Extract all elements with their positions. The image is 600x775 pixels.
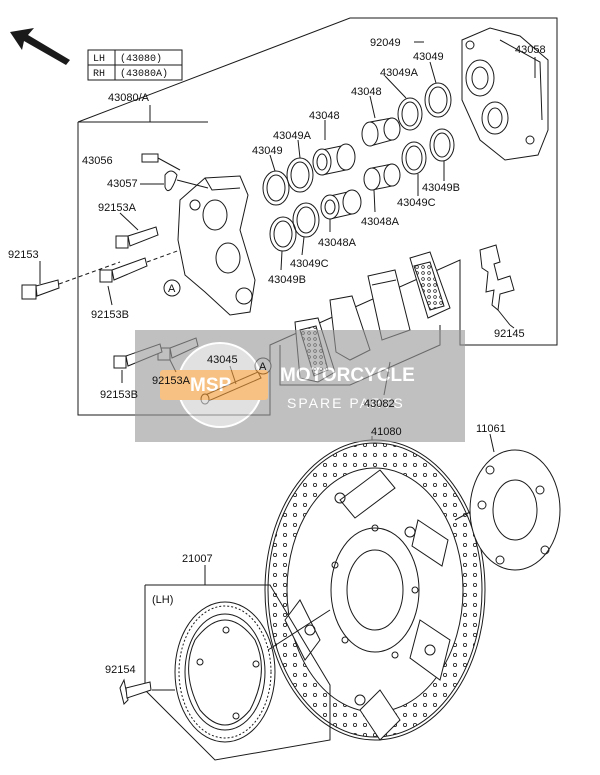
legend-rh-side: RH (93, 69, 105, 80)
label-92154: 92154 (105, 664, 136, 676)
legend-rh-code: (43080A) (120, 68, 168, 80)
label-ref-a2: A (259, 361, 267, 373)
label-ref-a1: A (168, 283, 176, 295)
caliper-left-half (177, 175, 256, 316)
piston-43048A-right (363, 163, 401, 191)
label-41080: 41080 (371, 426, 402, 438)
label-43049A-top: 43049A (380, 67, 419, 79)
bleed-valve-43056 (141, 153, 181, 171)
label-caliper-assy: 43080/A (108, 92, 150, 104)
label-43049A-mid: 43049A (273, 130, 312, 142)
label-43049B-mid: 43049B (268, 274, 306, 286)
label-21007: 21007 (182, 553, 213, 565)
label-43049C-right: 43049C (397, 197, 436, 209)
bolt-92153B-top (99, 249, 181, 283)
watermark: MSP MOTORCYCLE SPARE PARTS (135, 330, 465, 442)
legend-lh-side: LH (93, 54, 105, 65)
seal-43049-top (424, 82, 452, 118)
label-43049-mid: 43049 (252, 145, 283, 157)
watermark-line2: SPARE PARTS (287, 395, 405, 411)
watermark-logo-text: MSP (190, 375, 232, 396)
watermark-line1: MOTORCYCLE (280, 365, 415, 386)
label-ring-side: (LH) (152, 594, 173, 606)
bolt-92154 (119, 678, 152, 705)
label-92145: 92145 (494, 328, 525, 340)
label-11061: 11061 (476, 423, 506, 435)
piston-43048-top (361, 117, 401, 147)
shim-plate-11061 (454, 449, 561, 571)
seal-43049B-mid (269, 216, 297, 252)
seal-43049-mid (262, 170, 290, 206)
label-43048-mid: 43048 (309, 110, 340, 122)
label-92153A-bottom: 92153A (152, 375, 191, 387)
seal-43049C-mid (292, 202, 320, 238)
piston-43048-mid (312, 143, 356, 176)
piston-43048A-mid (320, 189, 362, 220)
label-43048A-mid: 43048A (318, 237, 357, 249)
label-92153A-top: 92153A (98, 202, 137, 214)
bolt-92153A-top (115, 226, 159, 249)
cap-43057 (164, 170, 209, 192)
watermark-logo-box (160, 370, 268, 400)
label-92153B-bottom: 92153B (100, 389, 138, 401)
seal-43049A-top (397, 97, 423, 131)
seal-43049B-right (429, 128, 455, 162)
pad-spring-92145 (479, 244, 515, 326)
label-92049: 92049 (370, 37, 401, 49)
caliper-right-half (461, 27, 549, 161)
direction-arrow-icon (10, 28, 70, 65)
brake-disc-41080 (264, 439, 486, 741)
label-92153B-top: 92153B (91, 309, 129, 321)
label-43049-top: 43049 (413, 51, 444, 63)
label-43045: 43045 (207, 354, 238, 366)
abs-ring-21007 (174, 601, 331, 743)
legend-table (87, 49, 183, 81)
label-43058: 43058 (515, 44, 546, 56)
label-43048A-right: 43048A (361, 216, 400, 228)
label-43056: 43056 (82, 155, 113, 167)
label-43057: 43057 (107, 178, 138, 190)
label-43048-top: 43048 (351, 86, 382, 98)
seal-43049A-mid (286, 157, 314, 193)
seal-43049C-right (401, 141, 427, 175)
label-43049B-right: 43049B (422, 182, 460, 194)
label-43082: 43082 (364, 398, 395, 410)
label-92153-left: 92153 (8, 249, 39, 261)
bolt-92153-left (21, 261, 121, 300)
reference-marker-a1 (163, 279, 181, 297)
legend-lh-code: (43080) (120, 53, 162, 65)
label-43049C-mid: 43049C (290, 258, 329, 270)
